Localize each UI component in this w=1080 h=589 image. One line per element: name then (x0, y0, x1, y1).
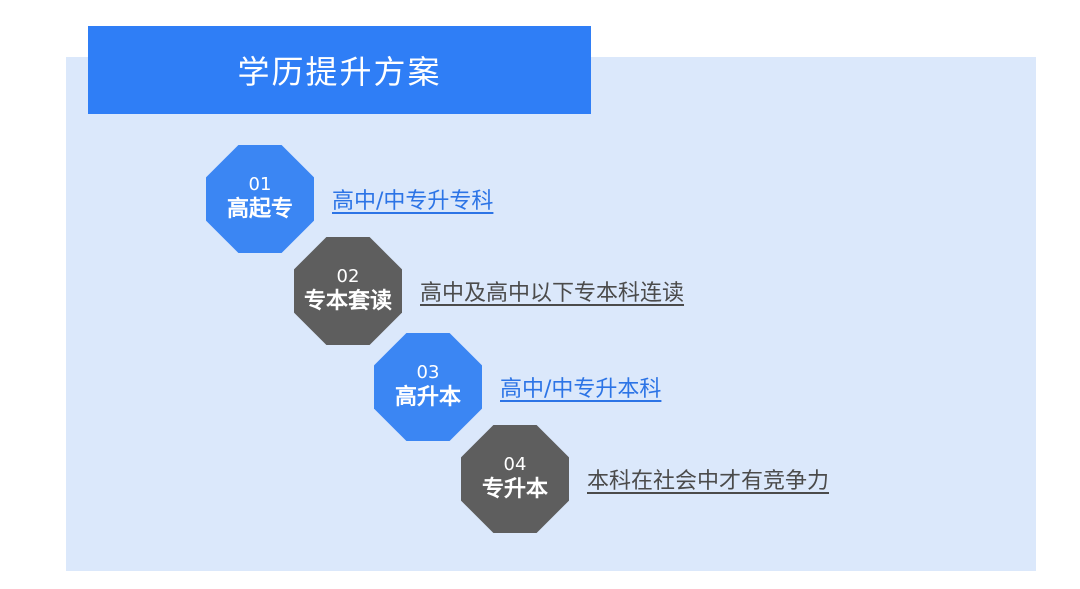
step-04: 04 专升本 本科在社会中才有竞争力 (461, 425, 829, 533)
step-01-badge: 01 高起专 (206, 145, 314, 253)
step-label: 高起专 (226, 197, 293, 222)
step-number: 03 (416, 362, 440, 383)
step-03-badge: 03 高升本 (374, 333, 482, 441)
page-title: 学历提升方案 (237, 53, 442, 91)
step-02: 02 专本套读 高中及高中以下专本科连读 (294, 237, 684, 345)
step-number: 04 (503, 454, 527, 475)
step-04-badge: 04 专升本 (461, 425, 569, 533)
step-01: 01 高起专 高中/中专升专科 (206, 145, 493, 253)
step-label: 专升本 (481, 477, 548, 502)
step-03-link[interactable]: 高中/中专升本科 (500, 377, 662, 402)
step-04-link[interactable]: 本科在社会中才有竞争力 (587, 469, 830, 494)
title-banner: 学历提升方案 (88, 26, 591, 114)
step-number: 02 (336, 266, 360, 287)
step-label: 专本套读 (303, 289, 392, 314)
step-label: 高升本 (394, 385, 461, 410)
step-02-badge: 02 专本套读 (294, 237, 402, 345)
step-number: 01 (248, 174, 272, 195)
step-03: 03 高升本 高中/中专升本科 (374, 333, 661, 441)
step-01-link[interactable]: 高中/中专升专科 (332, 189, 494, 214)
step-02-link[interactable]: 高中及高中以下专本科连读 (420, 281, 685, 306)
